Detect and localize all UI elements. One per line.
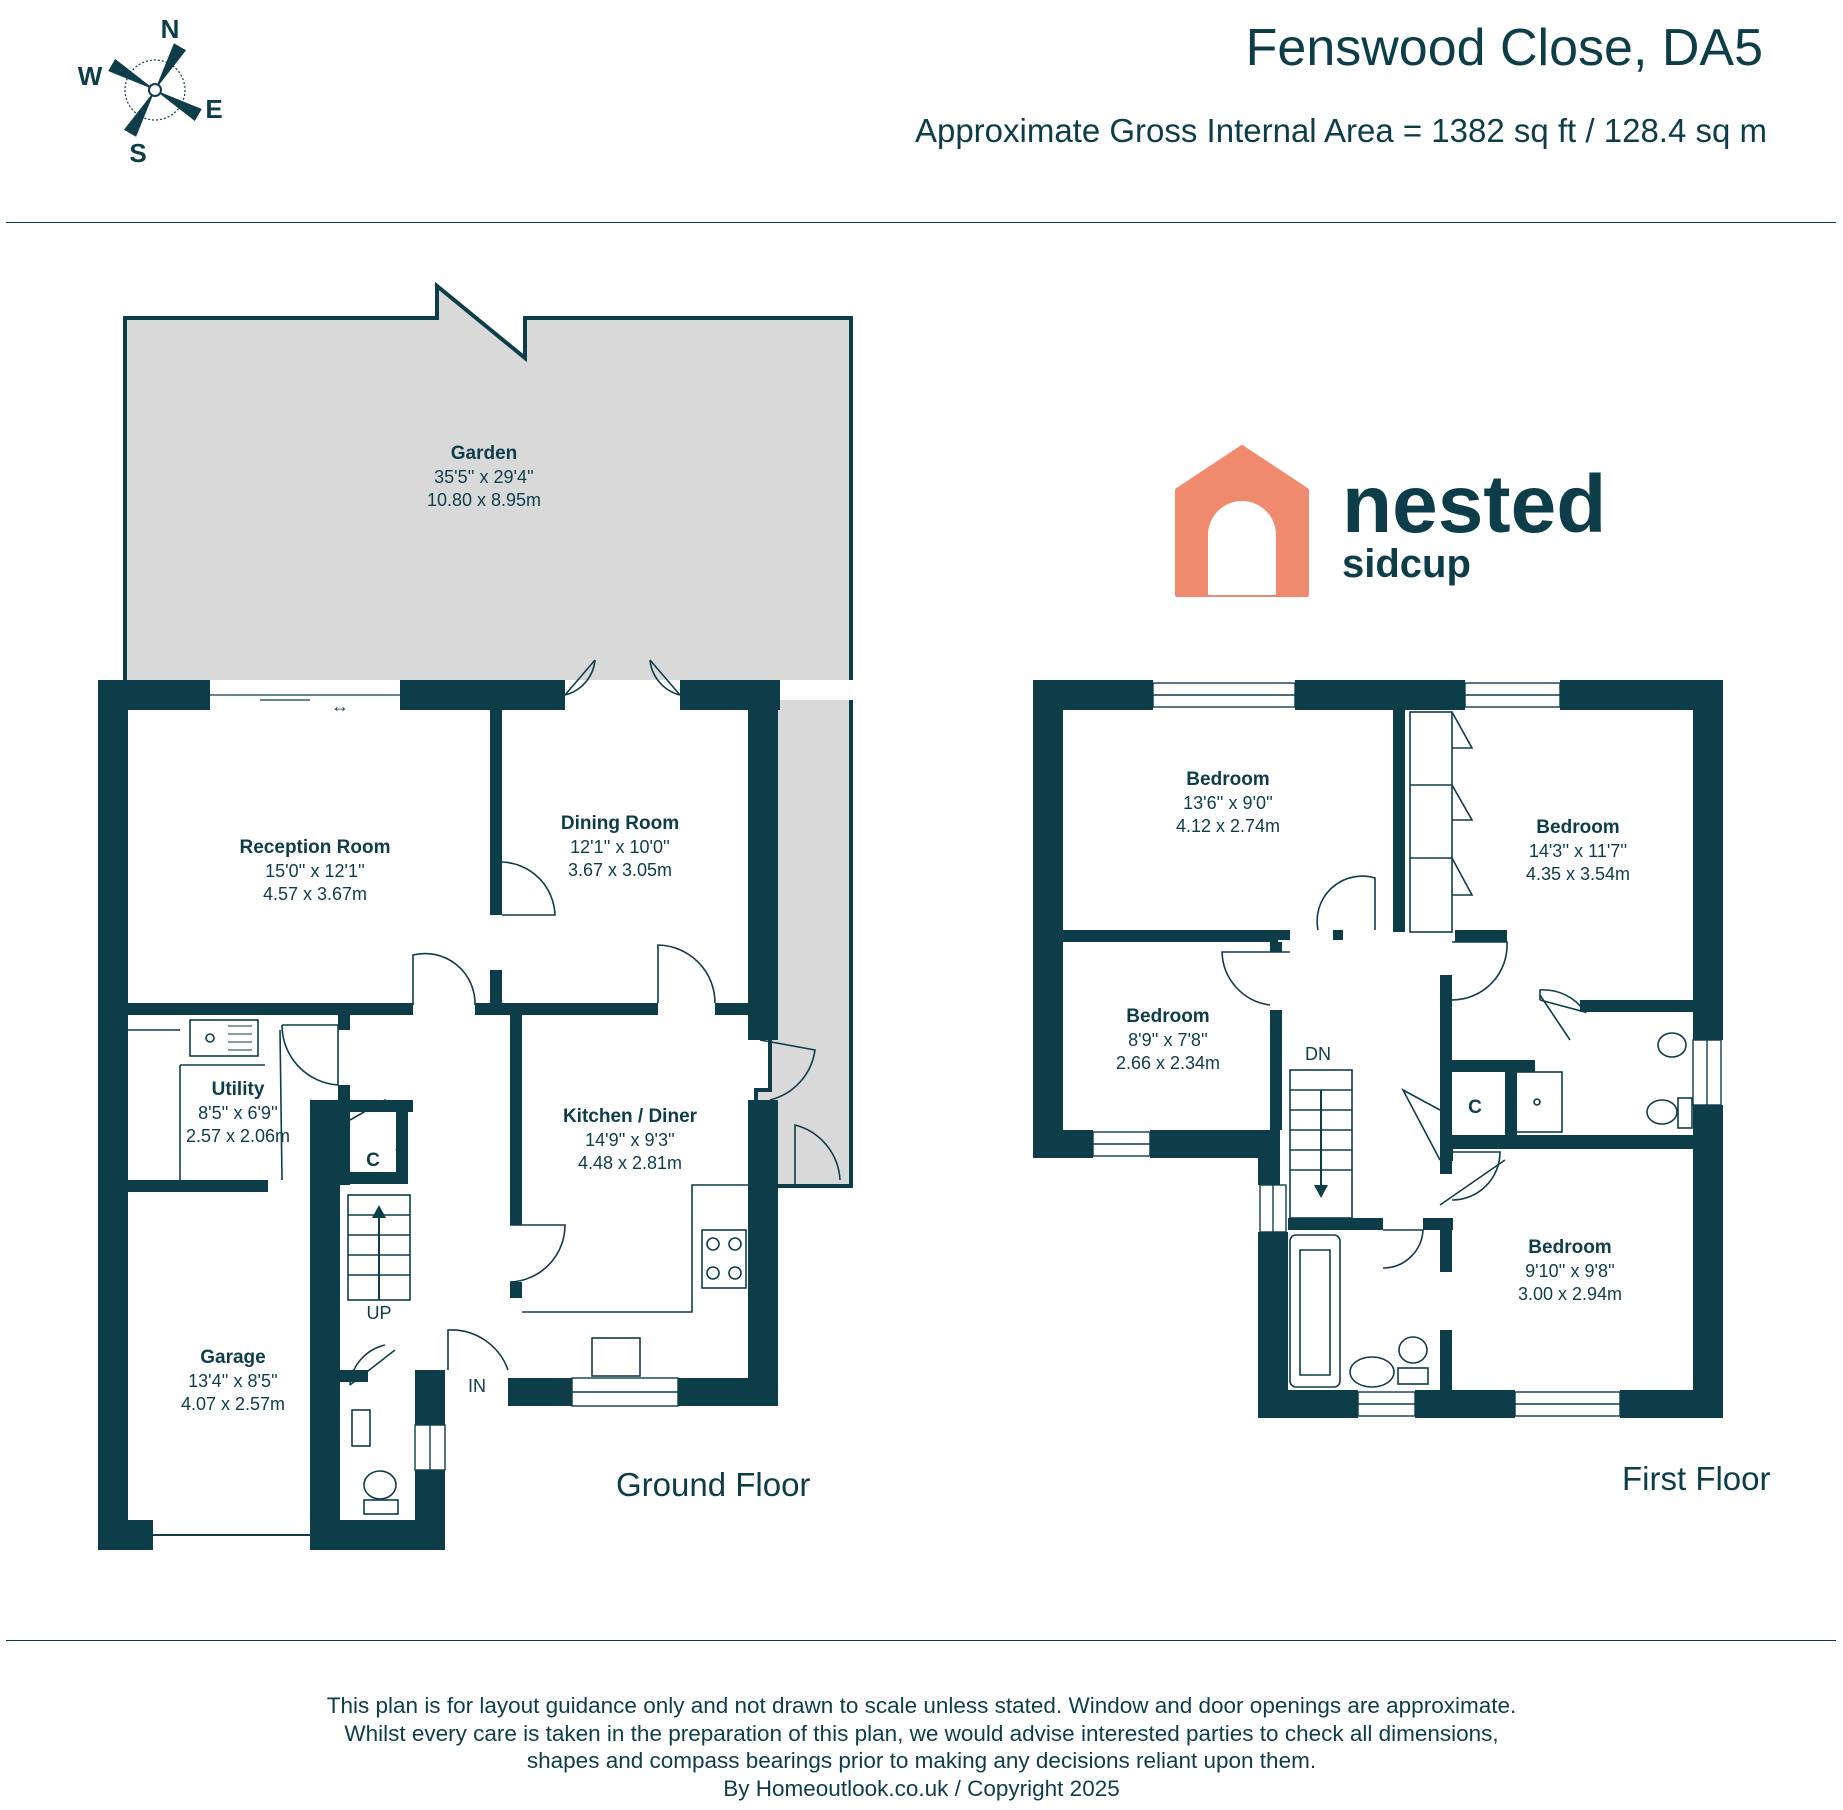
compass-north: N (161, 14, 180, 44)
header-divider (6, 222, 1836, 223)
garage-name: Garage (200, 1347, 265, 1368)
compass-east: E (205, 94, 222, 124)
garden-imperial: 35'5'' x 29'4'' (434, 467, 534, 487)
dining-name: Dining Room (561, 813, 679, 834)
logo-sub-text: sidcup (1342, 542, 1471, 586)
ensuite-toilet-icon (1646, 1099, 1678, 1125)
bed2-imperial: 14'3'' x 11'7'' (1529, 841, 1627, 861)
toilet-icon (363, 1470, 397, 1500)
dining-imperial: 12'1'' x 10'0'' (570, 837, 670, 857)
shower-icon (1511, 1071, 1563, 1133)
bathroom-basin-icon (1349, 1356, 1395, 1388)
hob-icon (701, 1229, 747, 1289)
gross-internal-area: Approximate Gross Internal Area = 1382 s… (914, 112, 1767, 149)
kitchen-imperial: 14'9'' x 9'3'' (585, 1130, 675, 1150)
kitchen-name: Kitchen / Diner (563, 1106, 698, 1127)
bed1-name: Bedroom (1186, 769, 1269, 790)
ground-floor-plan: ↔ (98, 281, 862, 1550)
garage-metric: 4.07 x 2.57m (181, 1394, 285, 1414)
bed1-metric: 4.12 x 2.74m (1176, 816, 1280, 836)
kitchen-sink-icon (591, 1337, 641, 1377)
bed4-metric: 3.00 x 2.94m (1518, 1284, 1622, 1304)
disclaimer-line-3: shapes and compass bearings prior to mak… (526, 1748, 1317, 1773)
first-floor-label: First Floor (1622, 1460, 1771, 1497)
bed2-metric: 4.35 x 3.54m (1526, 864, 1630, 884)
disclaimer-line-1: This plan is for layout guidance only an… (326, 1693, 1517, 1718)
bed4-imperial: 9'10'' x 9'8'' (1525, 1261, 1615, 1281)
basin-icon (1657, 1032, 1687, 1058)
disclaimer-line-2: Whilst every care is taken in the prepar… (344, 1720, 1499, 1746)
first-cupboard-mark: C (1468, 1097, 1482, 1118)
bed4-name: Bedroom (1528, 1237, 1611, 1258)
reception-name: Reception Room (240, 837, 391, 858)
stairs-down-mark: DN (1305, 1044, 1331, 1064)
compass-west: W (78, 61, 103, 91)
ground-floor-label: Ground Floor (616, 1466, 811, 1503)
first-floor-plan: Bedroom 13'6'' x 9'0'' 4.12 x 2.74m Bedr… (1033, 680, 1723, 1418)
ground-cupboard-mark: C (366, 1150, 380, 1171)
dining-metric: 3.67 x 3.05m (568, 860, 672, 880)
bed3-metric: 2.66 x 2.34m (1116, 1053, 1220, 1073)
svg-text:↔: ↔ (331, 696, 349, 716)
utility-name: Utility (212, 1079, 265, 1100)
garden-name: Garden (451, 443, 518, 464)
bed3-name: Bedroom (1126, 1006, 1209, 1027)
bath-icon (1289, 1234, 1341, 1388)
garden-area (123, 281, 853, 1188)
nested-logo: nested sidcup (1175, 445, 1606, 597)
kitchen-metric: 4.48 x 2.81m (578, 1153, 682, 1173)
reception-imperial: 15'0'' x 12'1'' (265, 861, 365, 881)
utility-metric: 2.57 x 2.06m (186, 1126, 290, 1146)
utility-imperial: 8'5'' x 6'9'' (198, 1103, 278, 1123)
disclaimer-copyright: By Homeoutlook.co.uk / Copyright 2025 (723, 1775, 1120, 1801)
bed1-imperial: 13'6'' x 9'0'' (1183, 793, 1273, 813)
compass-icon: N S E W (78, 14, 223, 168)
bed3-imperial: 8'9'' x 7'8'' (1128, 1030, 1208, 1050)
sink-icon (189, 1019, 259, 1057)
stairs-up-mark: UP (366, 1303, 391, 1323)
bathroom-toilet-icon (1398, 1336, 1428, 1364)
reception-metric: 4.57 x 3.67m (263, 884, 367, 904)
footer-divider (6, 1640, 1836, 1641)
logo-brand-text: nested (1342, 459, 1606, 550)
disclaimer: This plan is for layout guidance only an… (0, 1692, 1843, 1802)
entrance-mark: IN (468, 1376, 486, 1396)
bed2-name: Bedroom (1536, 817, 1619, 838)
garden-metric: 10.80 x 8.95m (427, 490, 541, 510)
compass-south: S (129, 138, 146, 168)
property-title: Fenswood Close, DA5 (1245, 19, 1763, 77)
garage-imperial: 13'4'' x 8'5'' (188, 1371, 278, 1391)
